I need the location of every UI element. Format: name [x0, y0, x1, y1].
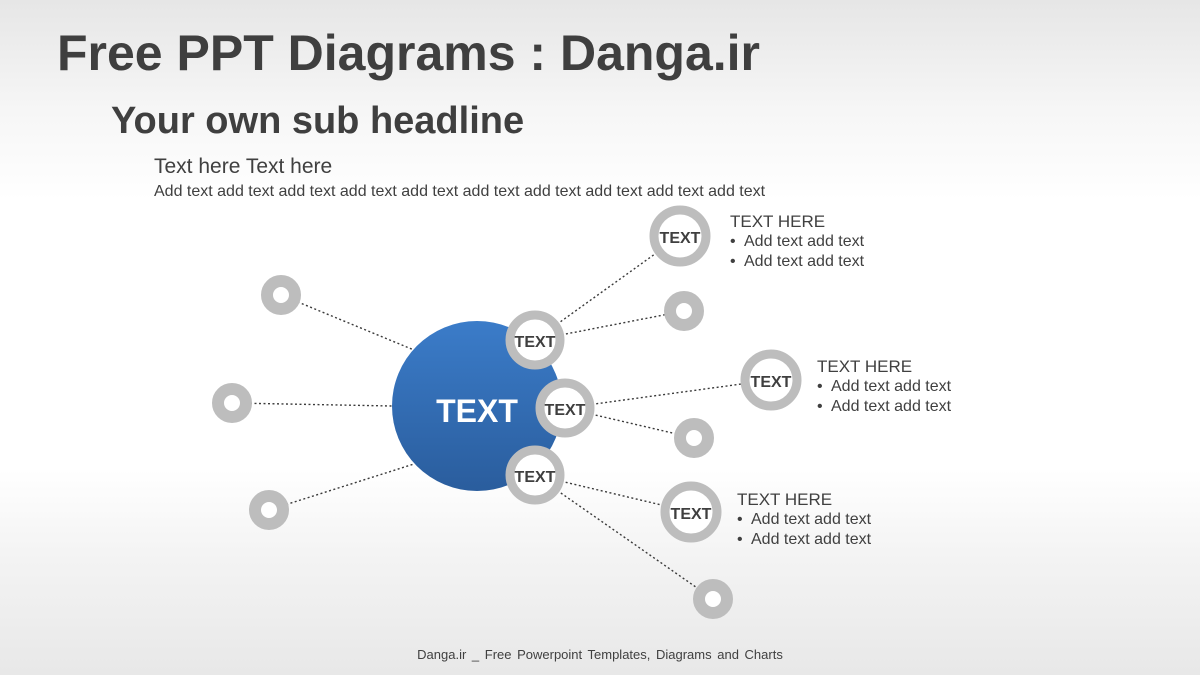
node-label: TEXT [751, 374, 792, 391]
connector-line [534, 474, 714, 600]
label-ring-node [740, 349, 802, 411]
connector-line [280, 294, 415, 351]
callout-title: TEXT HERE [817, 357, 913, 376]
connector-line [564, 379, 772, 409]
callout-bullet: Add text add text [817, 377, 951, 397]
node-label: TEXT [671, 506, 712, 523]
callout-bullet: Add text add text [737, 530, 871, 550]
hub-label: TEXT [515, 334, 556, 351]
page-title: Free PPT Diagrams : Danga.ir [57, 25, 761, 81]
callout-bottom: TEXT HERE Add text add text Add text add… [737, 490, 871, 550]
intro-body: Add text add text add text add text add … [154, 183, 766, 200]
callout-title: TEXT HERE [730, 212, 826, 231]
callout-bullet: Add text add text [730, 232, 864, 252]
callout-bullet: Add text add text [730, 252, 864, 272]
connector-line [534, 310, 685, 341]
sub-headline: Your own sub headline [111, 100, 525, 142]
connector-line [268, 463, 415, 511]
footer-credit: Danga.ir _ Free Powerpoint Templates, Di… [417, 647, 783, 662]
connector-line [231, 402, 393, 407]
center-label: TEXT [436, 393, 518, 429]
callout-title: TEXT HERE [737, 490, 833, 509]
small-ring-nodes [212, 275, 733, 619]
hub-label: TEXT [515, 469, 556, 486]
callout-bullets: Add text add text Add text add text [817, 377, 951, 417]
label-ring-nodes [649, 205, 802, 543]
small-ring-node [249, 490, 289, 530]
callout-top: TEXT HERE Add text add text Add text add… [730, 212, 864, 272]
small-ring-node [261, 275, 301, 315]
small-ring-node [664, 291, 704, 331]
label-ring-node [649, 205, 711, 267]
hub-ring-node [505, 310, 565, 370]
callout-bullets: Add text add text Add text add text [737, 510, 871, 550]
node-label: TEXT [660, 230, 701, 247]
label-ring-node [660, 481, 722, 543]
hub-ring-node [505, 445, 565, 505]
hub-ring-node [535, 378, 595, 438]
hub-ring-nodes [505, 310, 595, 505]
intro-heading: Text here Text here [154, 155, 333, 178]
small-ring-node [693, 579, 733, 619]
small-ring-node [212, 383, 252, 423]
callout-bullet: Add text add text [817, 397, 951, 417]
callout-bullet: Add text add text [737, 510, 871, 530]
callout-middle: TEXT HERE Add text add text Add text add… [817, 357, 951, 417]
callout-bullets: Add text add text Add text add text [730, 232, 864, 272]
small-ring-node [674, 418, 714, 458]
hub-label: TEXT [545, 402, 586, 419]
